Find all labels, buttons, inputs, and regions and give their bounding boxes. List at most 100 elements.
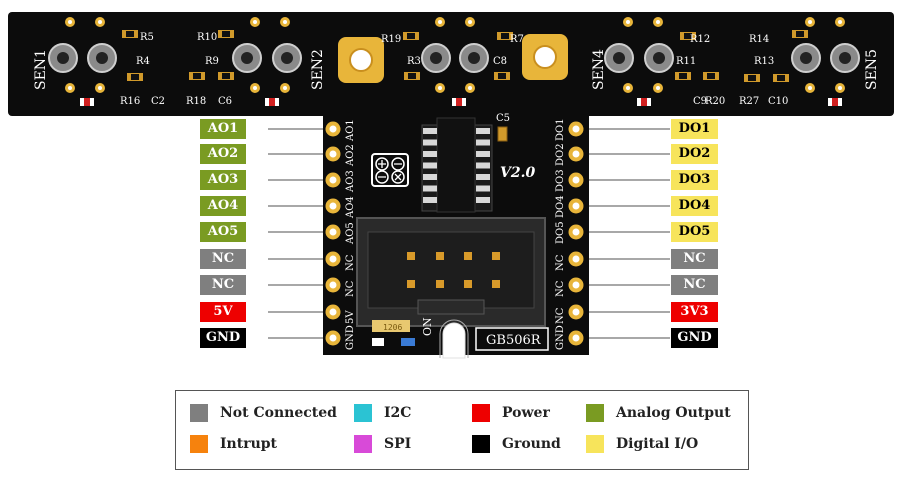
legend-label: I2C [384,405,412,421]
mount-slot-ring [439,319,469,358]
left-pin-label-ao2: AO2 [200,144,246,164]
left-silk-label: AO1 [345,119,356,142]
header-pin-hole [572,125,580,133]
header-pin-hole [329,150,337,158]
left-silk-label: AO3 [345,170,356,193]
smd-component-body [679,73,687,79]
smd-component-body [501,33,509,39]
legend-swatch [586,435,604,453]
right-silk-label: DO1 [555,118,566,141]
right-silk-label: DO3 [555,169,566,192]
left-pin-label-ao1: AO1 [200,119,246,139]
mount-slot [442,322,466,359]
component-label: C5 [496,113,510,124]
component-label: R14 [749,34,769,45]
left-pin-label-gnd: GND [200,328,246,348]
right-pin-label-nc: NC [671,275,718,295]
sensor-pad-hole [438,86,442,90]
left-silk-label: AO5 [345,222,356,245]
smd-component-body [222,73,230,79]
sensor-pad-hole [98,86,102,90]
component-label: R11 [676,56,696,67]
led-red [269,98,275,106]
sensor-pad-hole [656,20,660,24]
right-pin-label-do2: DO2 [671,144,718,164]
left-silk-label: AO4 [345,196,356,219]
component-label: R18 [186,96,206,107]
sensor-pad-hole [468,20,472,24]
sensor-pad-hole [626,86,630,90]
ir-sensor-core [800,52,812,64]
component-label: C6 [218,96,232,107]
idc-connector [356,217,546,327]
smd-component-body [498,73,506,79]
header-pin-hole [572,334,580,342]
smd-component-body [222,31,230,37]
ic-pin [476,151,490,157]
legend-label: Ground [502,436,561,452]
sensor-pad-hole [438,20,442,24]
sensor-label: SEN1 [33,49,49,90]
right-silk-label: NC [555,307,566,324]
header-pin-hole [572,228,580,236]
right-pin-label-nc: NC [671,249,718,269]
idc-pin [464,252,472,260]
smd-component-body [796,31,804,37]
component-label: R27 [739,96,759,107]
led-red [84,98,90,106]
smd-component-body [131,74,139,80]
ic-pin [423,197,437,203]
ic-pin [423,139,437,146]
sensor-pad-hole [838,20,842,24]
left-pin-label-ao5: AO5 [200,222,246,242]
smd-component-body [684,33,692,39]
model-label: GB506R [486,333,542,348]
right-pin-label-do1: DO1 [671,119,718,139]
header-pin-hole [572,150,580,158]
header-pin-hole [329,255,337,263]
component-label: R13 [754,56,774,67]
header-pin-hole [329,308,337,316]
ir-sensor-core [96,52,108,64]
sensor-pad-hole [656,86,660,90]
chip-1206 [372,320,410,332]
idc-pin [407,252,415,260]
left-silk-label: NC [345,254,356,271]
legend-swatch [354,435,372,453]
ic-pin [476,185,490,192]
component-label: C10 [768,96,788,107]
sensor-pad-hole [68,20,72,24]
left-pin-label-ao3: AO3 [200,170,246,190]
component-label: R10 [197,32,217,43]
ir-sensor-core [613,52,625,64]
ic-pins [423,128,490,203]
led-red [641,98,647,106]
right-pin-label-3v3: 3V3 [671,302,718,322]
smd-component-body [707,73,715,79]
legend-label: Not Connected [220,405,337,421]
sensors [48,43,860,73]
component-label: R19 [381,34,401,45]
right-silk-label: NC [555,280,566,297]
idc-pin [436,252,444,260]
sensor-pad-hole [283,86,287,90]
ic-pin [476,162,490,169]
ic-pin [476,174,490,180]
on-label: ON [421,317,434,336]
left-pin-label-5v: 5V [200,302,246,322]
ir-sensor-core [839,52,851,64]
idc-pin [436,280,444,288]
header-pin-hole [572,281,580,289]
header-pin-hole [329,334,337,342]
left-silk-label: NC [345,280,356,297]
idc-pin [492,252,500,260]
sensor-label: SEN5 [864,49,880,90]
ir-sensor-core [653,52,665,64]
component-label: C2 [151,96,165,107]
model-box [475,327,549,351]
header-pins [325,121,584,346]
ic-chip [421,117,493,213]
